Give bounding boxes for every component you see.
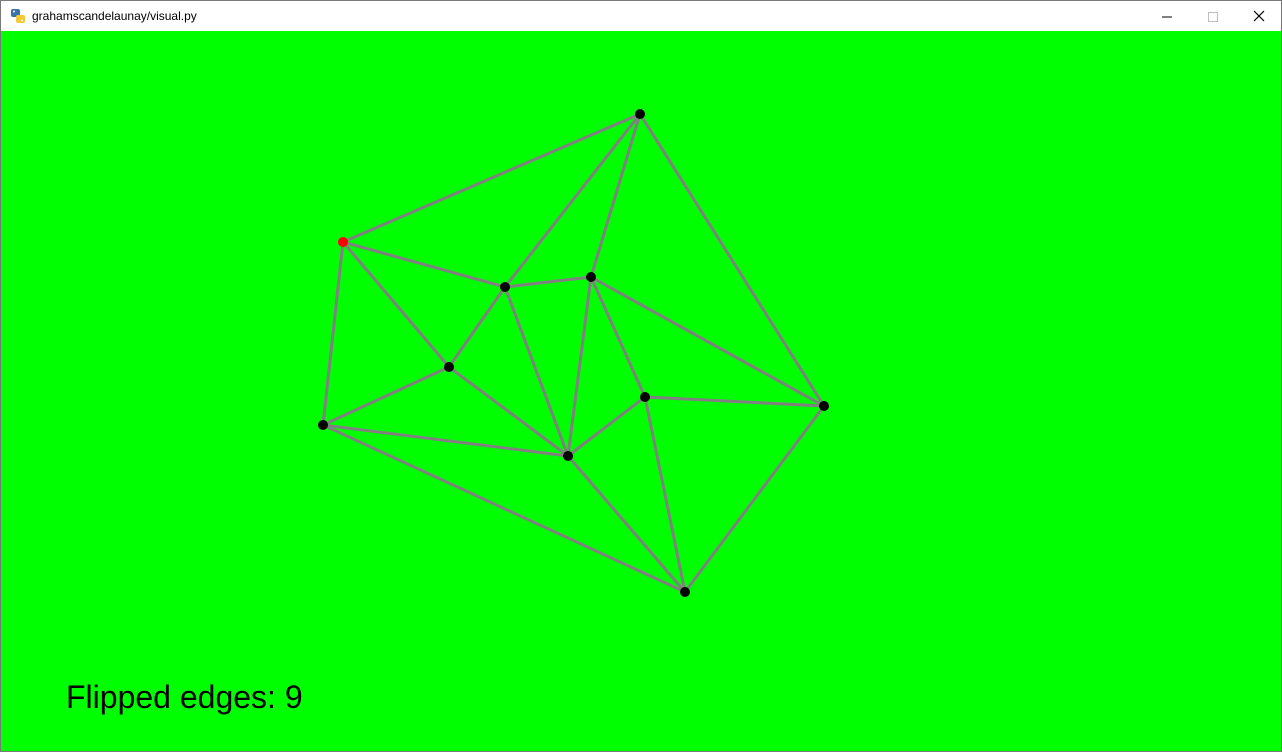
- triangulation-edge: [322, 423, 686, 594]
- triangulation-edge: [503, 286, 570, 457]
- triangulation-point: [444, 362, 454, 372]
- triangulation-edge: [342, 240, 506, 289]
- triangulation-edge: [504, 275, 592, 289]
- triangulation-edge: [644, 395, 825, 408]
- triangulation-point: [563, 451, 573, 461]
- triangulation-edge: [341, 241, 451, 368]
- triangulation-edge: [321, 241, 345, 426]
- flipped-edges-label: Flipped edges: 9: [66, 679, 303, 715]
- triangulation: [318, 109, 829, 597]
- triangulation-edge: [638, 113, 826, 407]
- title-bar[interactable]: grahamscandelaunay/visual.py: [1, 1, 1281, 31]
- triangulation-point: [819, 401, 829, 411]
- drawing-canvas[interactable]: Flipped edges: 9: [1, 31, 1281, 751]
- triangulation-point: [586, 272, 596, 282]
- maximize-icon: [1208, 7, 1218, 26]
- triangulation-edge: [683, 405, 826, 593]
- triangulation-edge: [342, 112, 641, 244]
- triangulation-edge: [590, 275, 825, 408]
- close-icon: [1253, 7, 1265, 26]
- minimize-icon: [1162, 7, 1172, 26]
- python-icon: [10, 8, 26, 24]
- triangulation-edge: [322, 365, 450, 427]
- triangulation-edge: [589, 113, 642, 278]
- window-title: grahamscandelaunay/visual.py: [32, 9, 197, 23]
- maximize-button[interactable]: [1190, 1, 1236, 31]
- triangulation-edge: [567, 395, 646, 458]
- triangulation-point: [500, 282, 510, 292]
- highlighted-point: [338, 237, 348, 247]
- close-button[interactable]: [1236, 1, 1282, 31]
- triangulation-edge: [566, 455, 687, 593]
- triangulation-edge: [589, 276, 647, 398]
- triangulation-point: [640, 392, 650, 402]
- minimize-button[interactable]: [1144, 1, 1190, 31]
- triangulation-point: [318, 420, 328, 430]
- triangulation-edge: [643, 396, 687, 593]
- triangulation-edge: [503, 113, 642, 288]
- triangulation-point: [635, 109, 645, 119]
- triangulation-point: [680, 587, 690, 597]
- triangulation-edge: [566, 276, 593, 457]
- triangulation-edge: [447, 286, 507, 368]
- triangulation-edge: [322, 423, 569, 458]
- triangulation-edge: [448, 365, 569, 458]
